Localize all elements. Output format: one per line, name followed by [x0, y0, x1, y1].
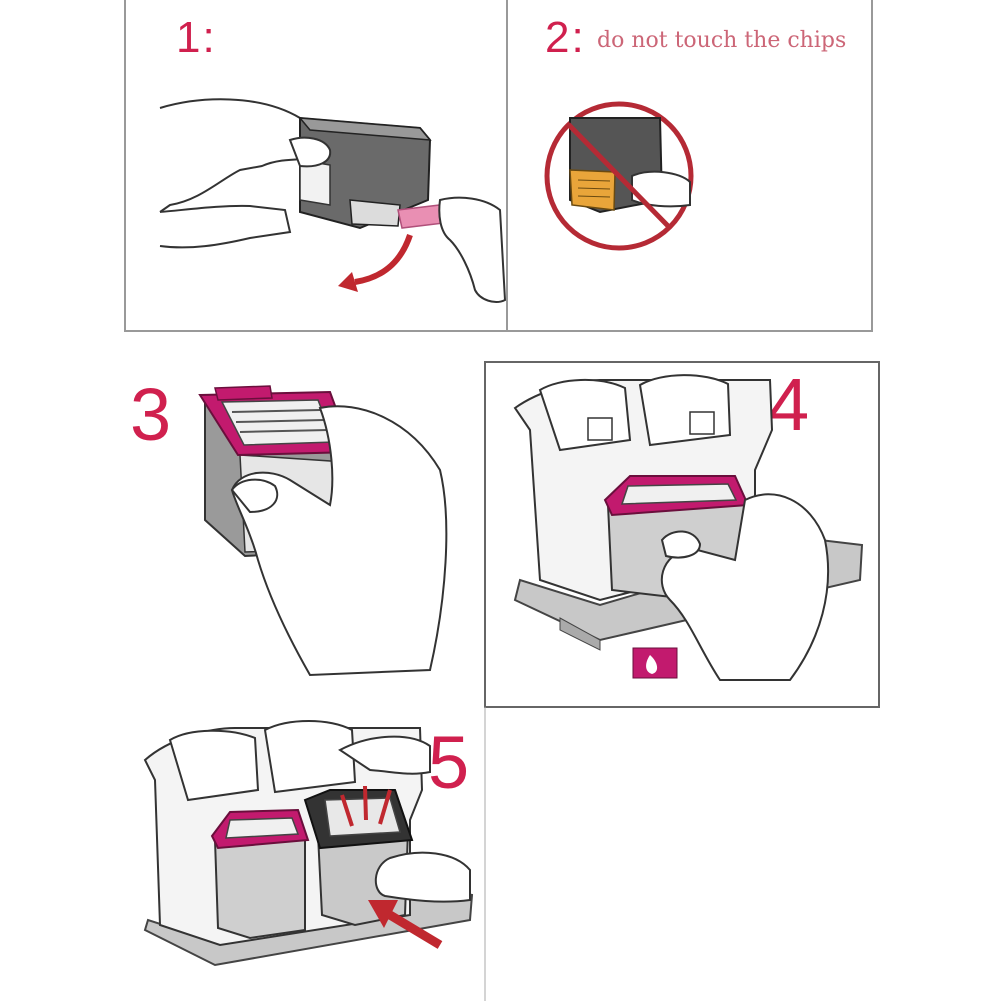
do-not-touch-chips-note: do not touch the chips [597, 28, 847, 53]
step-5-label: 5 [428, 721, 470, 804]
step-4-label: 4 [768, 363, 810, 446]
step-3-label: 3 [130, 373, 172, 456]
step-2-label: 2: [545, 13, 586, 62]
step-1-label: 1: [176, 13, 217, 62]
